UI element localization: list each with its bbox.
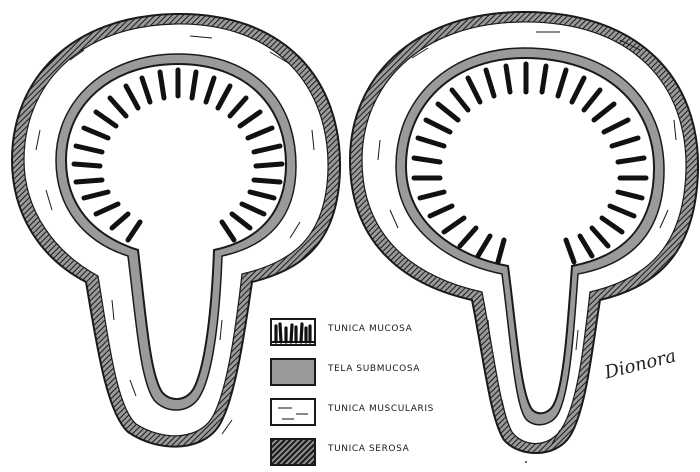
legend-label-submucosa: TELA SUBMUCOSA [328,364,420,374]
legend-label-serosa: TUNICA SEROSA [328,444,409,454]
mucosa-swatch [270,318,316,346]
muscularis-swatch-pattern [272,400,314,424]
muscularis-swatch [270,398,316,426]
legend-item-submucosa: TELA SUBMUCOSA [270,358,490,388]
submucosa-swatch [270,358,316,386]
legend-item-mucosa: TUNICA MUCOSA [270,318,490,348]
legend-item-muscularis: TUNICA MUSCULARIS [270,398,490,428]
mucosa-swatch-pattern [272,320,314,344]
right-cross-section [350,12,698,463]
speck [525,461,527,463]
legend-label-muscularis: TUNICA MUSCULARIS [328,404,434,414]
legend-item-serosa: TUNICA SEROSA [270,438,490,468]
legend-label-mucosa: TUNICA MUCOSA [328,324,412,334]
serosa-swatch [270,438,316,466]
